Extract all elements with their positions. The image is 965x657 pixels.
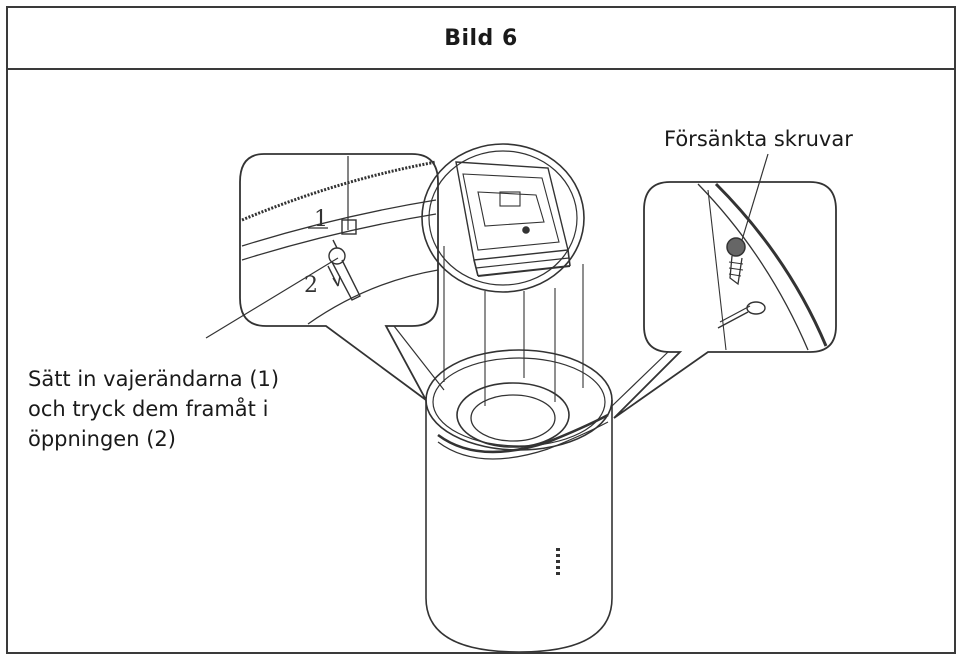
wire-instruction-line-1: Sätt in vajeränd­arna (1) <box>28 367 280 391</box>
alignment-lines <box>443 246 584 406</box>
wire-instruction-label: Sätt in vajeränd­arna (1) och tryck dem … <box>28 364 368 454</box>
screws-label: Försänkta skruvar <box>664 127 853 151</box>
assembly-diagram: 1 2 Försänkta skruvar Sätt in vajeränd­a… <box>8 70 954 653</box>
wire-instruction-line-3: öppningen (2) <box>28 427 176 451</box>
wire-detail-callout <box>205 153 445 401</box>
figure-title-bar: Bild 6 <box>8 8 954 70</box>
wire-instruction-line-2: och tryck dem framåt i <box>28 397 269 421</box>
screw-detail-callout <box>611 153 837 419</box>
figure-frame: Bild 6 <box>6 6 956 654</box>
step-number-2: 2 <box>304 273 318 298</box>
figure-title: Bild 6 <box>444 25 518 51</box>
ceiling-mount-plate <box>421 143 585 293</box>
vent-slots <box>556 548 560 575</box>
step-number-1: 1 <box>314 207 328 232</box>
assembly-illustration: 1 2 <box>205 143 837 653</box>
cylinder-hood-body <box>425 349 613 653</box>
